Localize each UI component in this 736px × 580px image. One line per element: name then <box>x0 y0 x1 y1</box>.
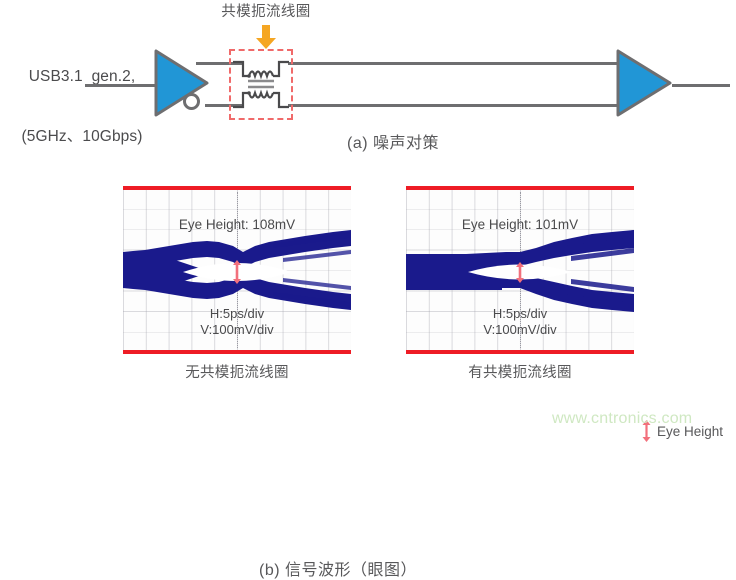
v-scale-label: V:100mV/div <box>200 322 274 337</box>
frame-bottom-bar <box>123 350 351 354</box>
usb-source-label: USB3.1 gen.2, (5GHz、10Gbps) <box>2 27 162 187</box>
scale-labels: H:5ps/div V:100mV/div <box>406 306 634 338</box>
output-wire <box>672 84 730 87</box>
eye-plot-grid <box>123 188 351 352</box>
wire-bottom-right <box>288 104 618 107</box>
eye-diagram-section: Eye Height: 108mV H:5ps/div V:100mV/div <box>0 162 736 579</box>
eye-height-label: Eye Height: 101mV <box>461 217 579 232</box>
caption-b: (b) 信号波形（眼图） <box>258 562 417 579</box>
eye-panel-with-choke: Eye Height: 101mV H:5ps/div V:100mV/div <box>406 186 634 354</box>
arrow-down-icon <box>256 25 276 49</box>
frame-bottom-bar <box>406 350 634 354</box>
panel-caption-with-choke: 有共模扼流线圈 <box>468 365 572 381</box>
panel-caption-without-choke: 无共模扼流线圈 <box>185 365 289 381</box>
wire-top-left <box>196 62 244 65</box>
eye-trace-right <box>406 230 634 312</box>
caption-a: (a) 噪声对策 <box>346 135 439 152</box>
frame-top-bar <box>123 186 351 190</box>
frame-top-bar <box>406 186 634 190</box>
buffer-inverting-triangle-icon <box>154 49 209 117</box>
v-scale-label: V:100mV/div <box>483 322 557 337</box>
usb-source-label-line1: USB3.1 gen.2, <box>28 68 136 85</box>
eye-height-marker-right <box>516 262 524 283</box>
wire-bottom-left <box>205 104 244 107</box>
eye-height-label: Eye Height: 108mV <box>178 217 296 232</box>
eye-trace-left <box>123 230 351 310</box>
h-scale-label: H:5ps/div <box>492 306 548 321</box>
scale-labels: H:5ps/div V:100mV/div <box>123 306 351 338</box>
buffer-triangle-icon <box>616 49 672 117</box>
common-mode-choke-coil-icon <box>233 60 289 109</box>
h-scale-label: H:5ps/div <box>209 306 265 321</box>
eye-height-marker-left <box>233 260 241 284</box>
schematic-section: USB3.1 gen.2, (5GHz、10Gbps) 共模扼流线圈 <box>0 0 736 162</box>
watermark: www.cntronics.com <box>552 410 693 427</box>
inverting-bubble-icon <box>183 93 200 110</box>
eye-panel-without-choke: Eye Height: 108mV H:5ps/div V:100mV/div <box>123 186 351 354</box>
choke-highlight-box <box>229 49 293 120</box>
usb-source-label-line2: (5GHz、10Gbps) <box>21 128 143 145</box>
choke-annotation-label: 共模扼流线圈 <box>221 4 311 20</box>
wire-top-right <box>288 62 618 65</box>
eye-plot-grid <box>406 188 634 352</box>
input-wire <box>85 84 160 87</box>
